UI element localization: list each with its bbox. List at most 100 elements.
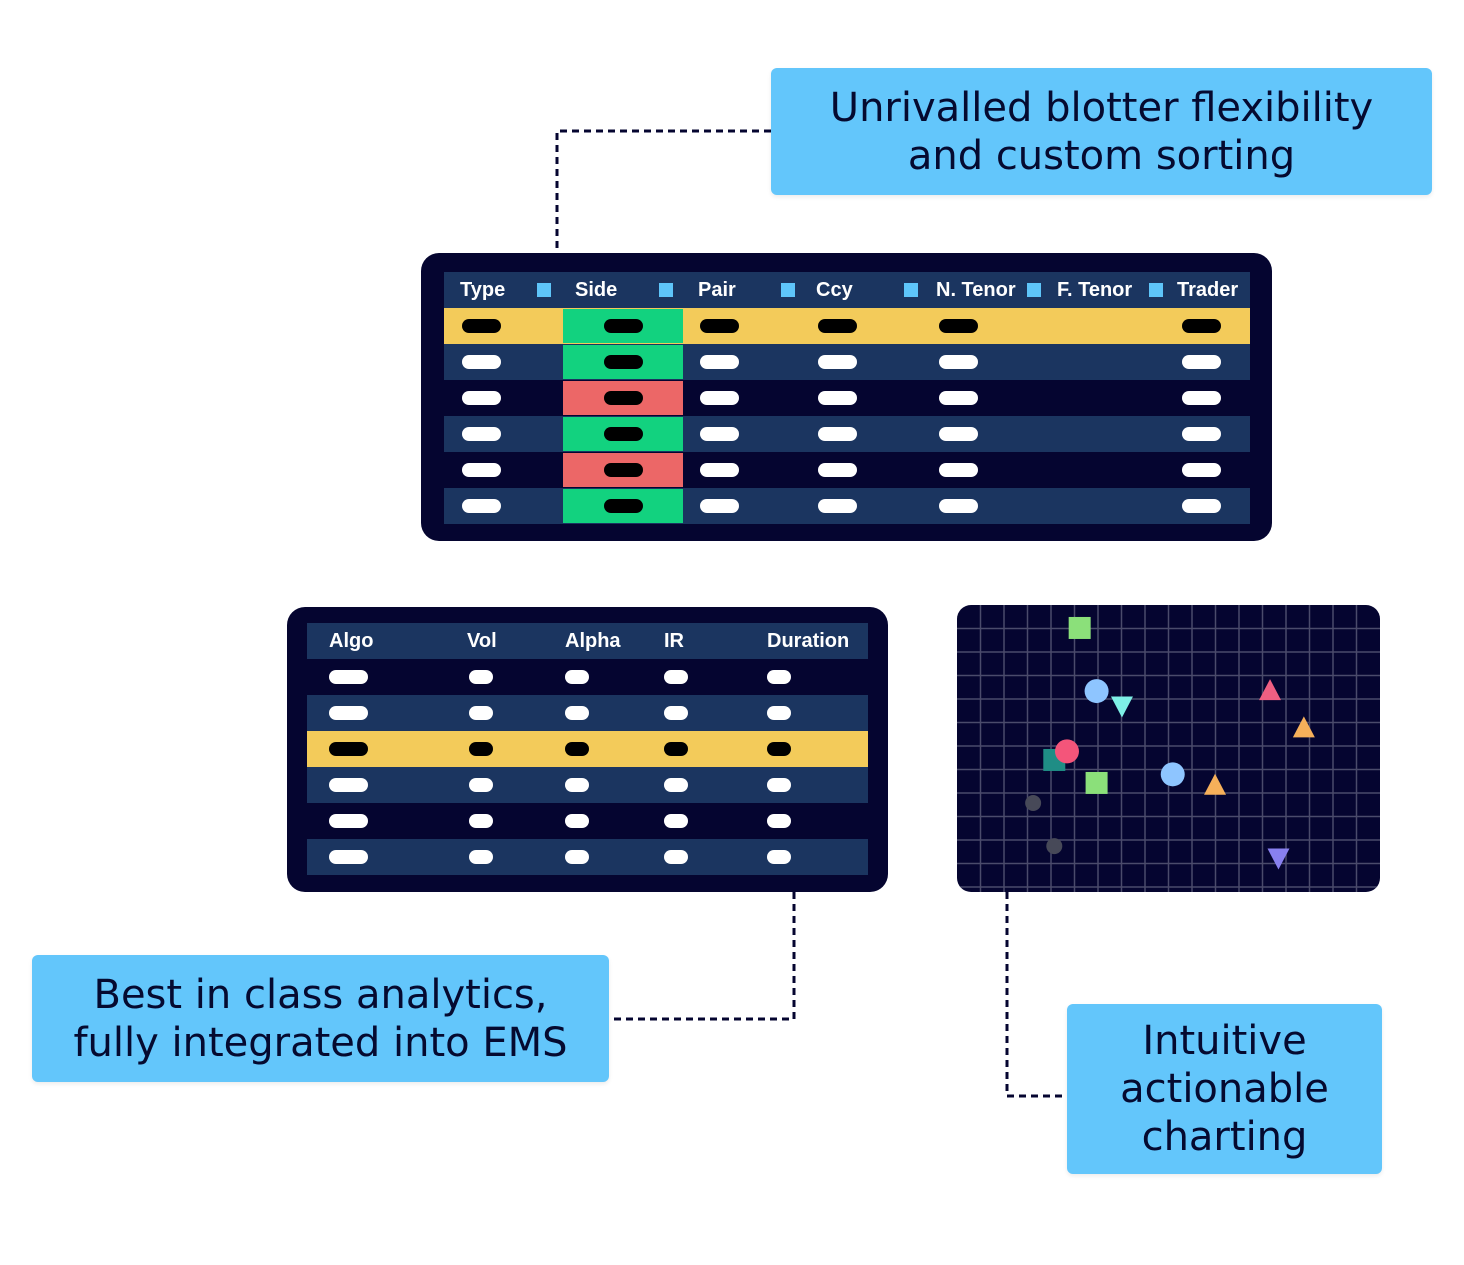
- cell-placeholder: [469, 850, 493, 864]
- square-sort-icon[interactable]: [659, 283, 673, 297]
- callout-line: charting: [1141, 1114, 1308, 1160]
- scatter-chart-panel: [957, 605, 1380, 892]
- column-header-side[interactable]: Side: [575, 279, 618, 301]
- analytics-panel: Algo Vol Alpha IR Duration: [287, 607, 888, 892]
- table-row[interactable]: [444, 308, 1250, 344]
- connector-charting: [1005, 892, 1067, 1098]
- cell-placeholder: [818, 355, 857, 369]
- cell-placeholder: [1182, 355, 1221, 369]
- table-row[interactable]: [444, 416, 1250, 452]
- scatter-point-square[interactable]: [1068, 616, 1091, 639]
- cell-placeholder: [767, 742, 791, 756]
- table-row[interactable]: [444, 380, 1250, 416]
- cell-placeholder: [462, 427, 501, 441]
- cell-placeholder: [700, 427, 739, 441]
- chart-grid: [957, 605, 1380, 892]
- column-header-algo[interactable]: Algo: [329, 630, 374, 652]
- scatter-point-square[interactable]: [1085, 771, 1108, 794]
- cell-placeholder: [462, 319, 501, 333]
- connector-blotter: [555, 129, 771, 253]
- cell-placeholder: [939, 463, 978, 477]
- cell-placeholder: [939, 427, 978, 441]
- scatter-point-triangle-down[interactable]: [1267, 848, 1290, 870]
- column-header-duration[interactable]: Duration: [767, 630, 850, 652]
- table-row[interactable]: [444, 488, 1250, 524]
- column-header-alpha[interactable]: Alpha: [565, 630, 621, 652]
- cell-placeholder: [565, 670, 589, 684]
- cell-placeholder: [767, 670, 791, 684]
- cell-placeholder: [329, 706, 368, 720]
- cell-placeholder: [604, 355, 643, 369]
- scatter-point-circle[interactable]: [1084, 679, 1109, 704]
- cell-placeholder: [469, 778, 493, 792]
- square-sort-icon[interactable]: [781, 283, 795, 297]
- table-row[interactable]: [307, 731, 868, 767]
- table-row[interactable]: [444, 344, 1250, 380]
- table-row[interactable]: [307, 659, 868, 695]
- cell-placeholder: [469, 814, 493, 828]
- cell-placeholder: [1182, 463, 1221, 477]
- cell-placeholder: [664, 670, 688, 684]
- cell-placeholder: [565, 706, 589, 720]
- chart-points: [1025, 616, 1315, 870]
- callout-charting: Intuitive actionable charting: [1067, 1004, 1382, 1174]
- cell-placeholder: [565, 850, 589, 864]
- scatter-point-circle[interactable]: [1046, 838, 1063, 855]
- column-header-n-tenor[interactable]: N. Tenor: [936, 279, 1016, 301]
- blotter-table: Type Side Pair Ccy N. Tenor F. Tenor Tra…: [444, 272, 1250, 524]
- cell-placeholder: [329, 670, 368, 684]
- cell-placeholder: [329, 778, 368, 792]
- scatter-point-circle[interactable]: [1054, 739, 1079, 764]
- cell-placeholder: [469, 706, 493, 720]
- table-row[interactable]: [307, 767, 868, 803]
- connector-analytics: [609, 892, 796, 1021]
- cell-placeholder: [664, 706, 688, 720]
- cell-placeholder: [462, 355, 501, 369]
- scatter-chart[interactable]: [957, 605, 1380, 892]
- cell-placeholder: [767, 850, 791, 864]
- cell-placeholder: [462, 463, 501, 477]
- scatter-point-triangle-up[interactable]: [1204, 773, 1227, 795]
- table-row[interactable]: [444, 452, 1250, 488]
- callout-blotter-flexibility: Unrivalled blotter flexibility and custo…: [771, 68, 1432, 195]
- cell-placeholder: [1182, 427, 1221, 441]
- cell-placeholder: [462, 391, 501, 405]
- scatter-point-circle[interactable]: [1025, 795, 1042, 812]
- cell-placeholder: [329, 742, 368, 756]
- scatter-point-circle[interactable]: [1160, 762, 1185, 787]
- square-sort-icon[interactable]: [1149, 283, 1163, 297]
- square-sort-icon[interactable]: [904, 283, 918, 297]
- table-row[interactable]: [307, 803, 868, 839]
- callout-line: fully integrated into EMS: [73, 1019, 568, 1066]
- analytics-rows: [307, 659, 868, 875]
- blotter-panel: Type Side Pair Ccy N. Tenor F. Tenor Tra…: [421, 253, 1272, 541]
- cell-placeholder: [664, 850, 688, 864]
- column-header-vol[interactable]: Vol: [467, 630, 497, 652]
- blotter-header: Type Side Pair Ccy N. Tenor F. Tenor Tra…: [444, 272, 1250, 308]
- square-sort-icon[interactable]: [537, 283, 551, 297]
- column-header-type[interactable]: Type: [460, 279, 506, 301]
- cell-placeholder: [604, 499, 643, 513]
- scatter-point-triangle-up[interactable]: [1259, 679, 1282, 701]
- square-sort-icon[interactable]: [1027, 283, 1041, 297]
- callout-line: Unrivalled blotter flexibility: [829, 84, 1374, 131]
- column-header-f-tenor[interactable]: F. Tenor: [1057, 279, 1133, 301]
- column-header-pair[interactable]: Pair: [698, 279, 736, 301]
- column-header-ir[interactable]: IR: [664, 630, 684, 652]
- cell-placeholder: [767, 778, 791, 792]
- cell-placeholder: [1182, 319, 1221, 333]
- column-header-ccy[interactable]: Ccy: [816, 279, 853, 301]
- cell-placeholder: [604, 319, 643, 333]
- cell-placeholder: [818, 391, 857, 405]
- cell-placeholder: [469, 742, 493, 756]
- cell-placeholder: [604, 391, 643, 405]
- table-row[interactable]: [307, 839, 868, 875]
- table-row[interactable]: [307, 695, 868, 731]
- column-header-trader[interactable]: Trader: [1177, 279, 1239, 301]
- cell-placeholder: [700, 319, 739, 333]
- scatter-point-triangle-down[interactable]: [1110, 696, 1133, 718]
- scatter-point-triangle-up[interactable]: [1292, 716, 1315, 738]
- callout-line: actionable: [1120, 1066, 1329, 1112]
- cell-placeholder: [604, 463, 643, 477]
